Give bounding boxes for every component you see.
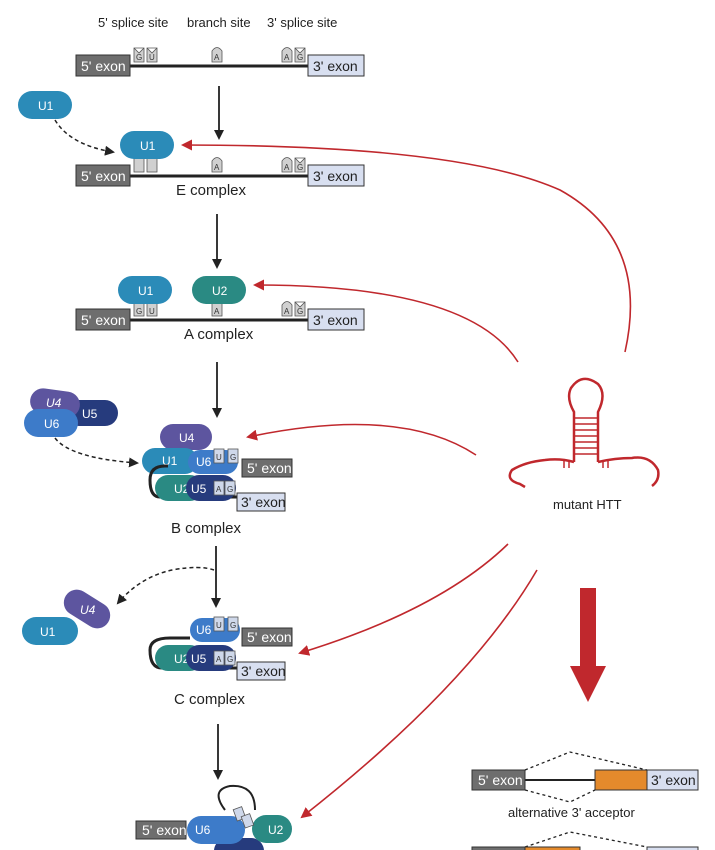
u2-label: U2 xyxy=(174,652,190,666)
nt-u: U xyxy=(216,453,222,462)
exon-3-label: 3' exon xyxy=(313,168,358,184)
a-complex: 5' exon 3' exon G U A A G U1 U2 A comple… xyxy=(75,276,365,343)
exon-5-label: 5' exon xyxy=(247,629,292,645)
u5-label: U5 xyxy=(191,482,207,496)
header-5-splice-site: 5' splice site xyxy=(98,15,168,30)
u4-label: U4 xyxy=(80,603,96,617)
u4-label: U4 xyxy=(179,431,195,445)
exon-5-label: 5' exon xyxy=(142,822,187,838)
dashed-arrow-release xyxy=(116,566,215,605)
red-arrow-to-c-complex xyxy=(298,543,509,656)
nt-a: A xyxy=(216,485,222,494)
c-complex-title: C complex xyxy=(174,691,245,708)
exon-5-label: 5' exon xyxy=(478,772,523,788)
u6-label: U6 xyxy=(196,455,212,469)
exon-5-label: 5' exon xyxy=(247,460,292,476)
free-u1-label: U1 xyxy=(38,99,54,113)
u1-snrnp xyxy=(120,131,174,159)
nt-g: G xyxy=(227,485,233,494)
u1-label: U1 xyxy=(140,139,156,153)
nt-u: U xyxy=(149,53,155,62)
nt-g: G xyxy=(297,53,303,62)
a-branch-icon xyxy=(211,47,223,63)
exon-3-label: 3' exon xyxy=(651,772,696,788)
exon-5-box xyxy=(75,54,131,77)
nt-g: G xyxy=(230,621,236,630)
u1-snrnp xyxy=(118,276,172,304)
e-complex-title: E complex xyxy=(176,182,247,199)
u2-snrnp xyxy=(192,276,246,304)
header-branch-site: branch site xyxy=(187,15,251,30)
htt-arrows xyxy=(181,139,632,819)
u2-label: U2 xyxy=(174,482,190,496)
exon-5-label: 5' exon xyxy=(81,168,126,184)
nt-a: A xyxy=(284,307,290,316)
big-red-down-arrow-icon xyxy=(570,588,606,702)
nt-a: A xyxy=(214,163,220,172)
nt-a: A xyxy=(216,655,222,664)
u1-label: U1 xyxy=(138,284,154,298)
u4-label: U4 xyxy=(46,396,62,410)
e-complex: 5' exon 3' exon A A G U1 E complex xyxy=(75,131,365,199)
g-nucleotide-icon xyxy=(133,47,145,63)
u6-label: U6 xyxy=(196,623,212,637)
nt-a: A xyxy=(214,307,220,316)
a-nucleotide-icon xyxy=(281,47,293,63)
exon-3-label: 3' exon xyxy=(241,494,286,510)
red-arrow-to-final xyxy=(300,569,538,819)
red-arrow-to-b-complex xyxy=(246,423,477,456)
u1-label: U1 xyxy=(40,625,56,639)
alt-splice-product: 5' exon 3' exon alternative 3' acceptor xyxy=(471,751,699,850)
nt-g: G xyxy=(297,307,303,316)
free-tri-snrnp: U5 U4 U6 xyxy=(24,388,118,437)
pre-mrna: 5' exon 3' exon G U A A G xyxy=(75,47,365,77)
u5-label: U5 xyxy=(191,652,207,666)
dashed-arrow-u1 xyxy=(54,119,115,156)
nt-a: A xyxy=(284,53,290,62)
red-arrow-to-u1 xyxy=(181,139,632,353)
nt-g: G xyxy=(230,453,236,462)
u5-label: U5 xyxy=(82,407,98,421)
dashed-arrow-tri-snrnp xyxy=(54,437,139,468)
header-3-splice-site: 3' splice site xyxy=(267,15,337,30)
exon-5-label: 5' exon xyxy=(81,58,126,74)
u2-label: U2 xyxy=(212,284,228,298)
b-complex-title: B complex xyxy=(171,520,242,537)
u6-label: U6 xyxy=(44,417,60,431)
nt-a-branch: A xyxy=(214,53,220,62)
u2-label: U2 xyxy=(268,823,284,837)
nt-a: A xyxy=(284,163,290,172)
free-u1-snrnp xyxy=(18,91,72,119)
nt-g: G xyxy=(136,307,142,316)
mutant-htt-hairpin-icon xyxy=(508,377,660,489)
red-arrow-to-u2 xyxy=(253,279,519,363)
released-u1-u4: U4 U1 xyxy=(22,589,111,645)
exon-3-box xyxy=(307,54,365,77)
nt-g: G xyxy=(227,655,233,664)
nt-u: U xyxy=(216,621,222,630)
exon-5-label: 5' exon xyxy=(81,312,126,328)
exon-3-label: 3' exon xyxy=(313,312,358,328)
u6-label: U6 xyxy=(195,823,211,837)
c-complex: U6 U G 5' exon U2 U5 A G 3' exon C compl… xyxy=(148,616,293,708)
exon-3-label: 3' exon xyxy=(241,663,286,679)
b-complex: U4 U1 U6 U G 5' exon U2 U5 A G 3' exon B… xyxy=(142,424,293,537)
g-nucleotide-icon xyxy=(294,47,306,63)
u-nucleotide-icon xyxy=(146,47,158,63)
final-complex: U2 U6 5' exon xyxy=(135,784,292,850)
a-complex-title: A complex xyxy=(184,326,254,343)
nt-g: G xyxy=(136,53,142,62)
orange-alt-exon-segment xyxy=(594,769,648,791)
exon-3-label: 3' exon xyxy=(313,58,358,74)
alt-acceptor-label: alternative 3' acceptor xyxy=(508,805,635,820)
nt-g: G xyxy=(297,163,303,172)
mutant-htt-label: mutant HTT xyxy=(553,497,622,512)
nt-u: U xyxy=(149,307,155,316)
